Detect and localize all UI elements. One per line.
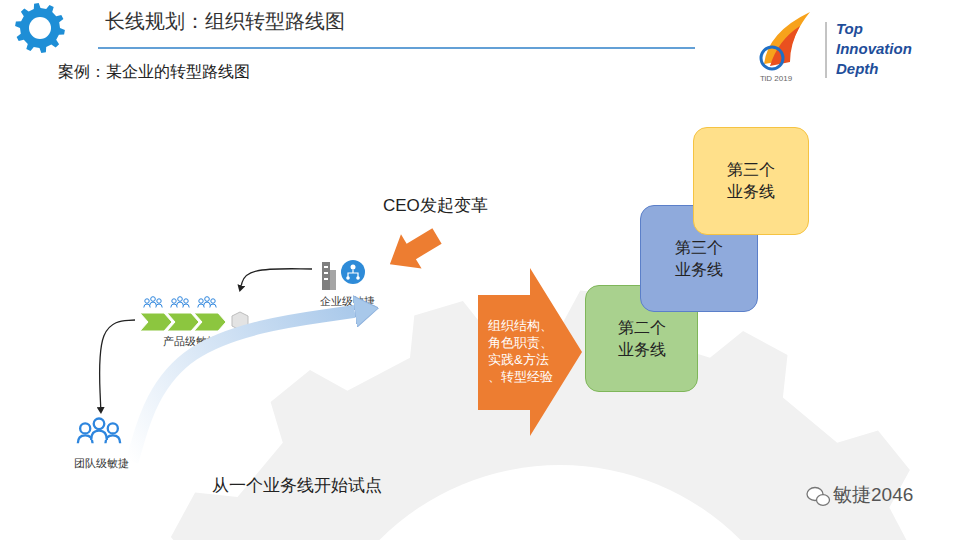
title-underline xyxy=(98,47,695,49)
org-icon xyxy=(341,260,365,284)
people-icon xyxy=(171,297,189,308)
slide-title: 长线规划：组织转型路线图 xyxy=(105,9,345,33)
transfer-arrow: 组织结构、 角色职责、 实践&方法 、转型经验 xyxy=(478,268,582,436)
node-text: 产品级敏捷 xyxy=(163,335,218,348)
business-line-box: 第三个 业务线 xyxy=(693,127,809,235)
flow-arrow xyxy=(100,320,135,407)
node-text: 第二个 业务线 xyxy=(614,317,670,360)
building-icon xyxy=(330,270,336,290)
node-text: 团队级敏捷 xyxy=(74,457,129,470)
chevron xyxy=(140,313,172,331)
logo-ring xyxy=(761,47,783,69)
growth-arrow xyxy=(132,311,355,461)
ceo-arrow xyxy=(380,219,448,282)
org-icon-dot xyxy=(351,265,356,270)
node-text: 组织结构、 角色职责、 实践&方法 、转型经验 xyxy=(488,318,556,386)
logo-text: TiD 2019 xyxy=(760,74,792,84)
ceo-arrow-shape xyxy=(380,219,448,282)
flow-arrow xyxy=(241,269,312,286)
node-text: 第三个 业务线 xyxy=(671,237,727,280)
logo-text: Depth xyxy=(836,60,879,78)
team-icon xyxy=(78,419,120,444)
org-icon-dot xyxy=(356,276,360,280)
building-window xyxy=(324,272,328,274)
gear-hole xyxy=(305,465,815,540)
node-text: 企业级敏捷 xyxy=(320,295,375,308)
pilot-note: 从一个业务线开始试点 xyxy=(212,476,382,496)
building-icon xyxy=(322,262,330,290)
watermark: 敏捷2046 xyxy=(833,484,913,507)
building-window xyxy=(324,266,328,268)
agile-level: 产品级敏捷 xyxy=(135,292,245,348)
background-gear xyxy=(131,291,960,540)
org-icon-dot xyxy=(346,276,350,280)
title-gear-icon xyxy=(15,3,65,53)
building-window xyxy=(324,278,328,280)
case-subtitle: 案例：某企业的转型路线图 xyxy=(58,62,250,81)
logo-text: Top xyxy=(836,20,863,38)
chevron xyxy=(167,313,199,331)
logo-divider xyxy=(826,22,827,78)
chevron xyxy=(194,313,226,331)
people-icon xyxy=(198,297,216,308)
cube-icon xyxy=(232,312,248,330)
logo-text: Innovation xyxy=(836,40,912,58)
arrow-shape-fill xyxy=(478,268,582,436)
title-gear-hole xyxy=(29,17,51,39)
org-icon-lines xyxy=(348,270,358,278)
agile-level: 团队级敏捷 xyxy=(70,414,132,470)
wechat-icon xyxy=(817,495,830,506)
callout-text: CEO发起变革 xyxy=(383,196,488,216)
node-text: 第三个 业务线 xyxy=(723,159,779,202)
people-icon xyxy=(144,297,162,308)
agile-level: 企业级敏捷 xyxy=(312,256,382,308)
